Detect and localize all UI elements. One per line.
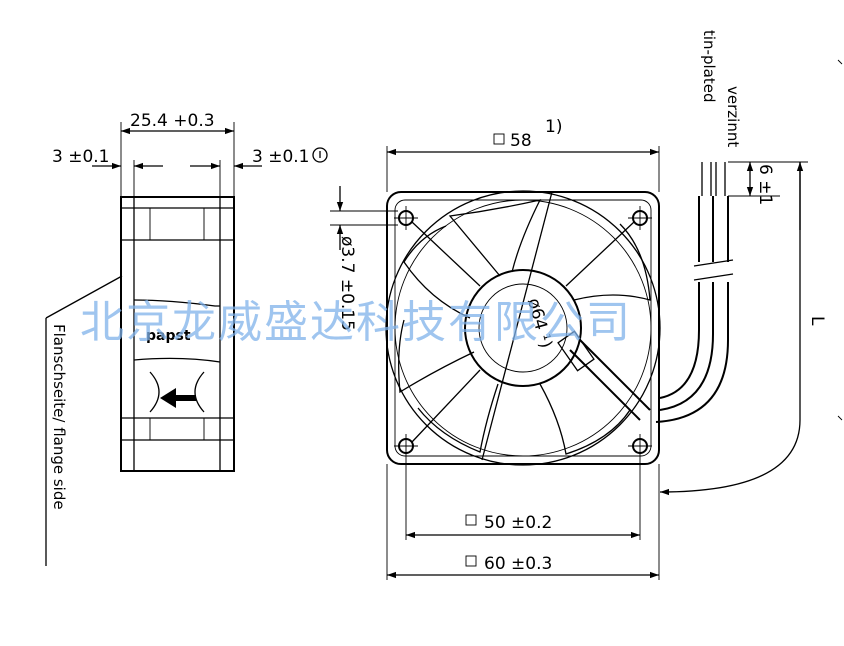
side-view: papst 25.4 +0.3 3 ±0.1 3 ±0.1 Flanschsei… <box>45 111 328 566</box>
right-flange-dimension: 3 ±0.1 <box>252 147 310 167</box>
brand-label: papst <box>146 328 191 344</box>
side-frame-outline <box>120 196 235 472</box>
company-watermark: 北京龙威盛达科技有限公司 <box>80 297 632 348</box>
verzinnt-label: verzinnt <box>724 86 742 147</box>
fan-blades <box>398 199 651 455</box>
mounting-hole-icon <box>394 206 652 458</box>
hub-circle <box>464 269 582 387</box>
front-view: ø64 ¹) 58 1) ø3.7 ±0.15 50 ±0.2 60 ±0.3 <box>330 117 661 580</box>
strip-length-dimension: 6 ±1 <box>755 164 775 205</box>
fan-frame-outline <box>386 191 660 465</box>
tin-plated-label: tin-plated <box>700 30 718 102</box>
frame-square-dimension: 58 <box>510 131 532 151</box>
depth-dimension: 25.4 +0.3 <box>130 111 215 131</box>
footnote-ref: 1) <box>545 117 562 137</box>
left-flange-dimension: 3 ±0.1 <box>52 147 110 167</box>
airflow-arrow-icon <box>160 388 196 408</box>
hole-pitch-dimension: 50 ±0.2 <box>484 513 552 533</box>
hole-diameter-dimension: ø3.7 ±0.15 <box>337 236 357 331</box>
flange-side-label: Flanschseite/ flange side <box>50 324 68 510</box>
overall-size-dimension: 60 ±0.3 <box>484 554 552 574</box>
lead-length-symbol: L <box>807 316 827 326</box>
tolerance-symbol-icon <box>312 147 328 163</box>
lead-wires: 6 ±1 tin-plated verzinnt L <box>655 30 843 496</box>
impeller-circle <box>385 190 661 466</box>
